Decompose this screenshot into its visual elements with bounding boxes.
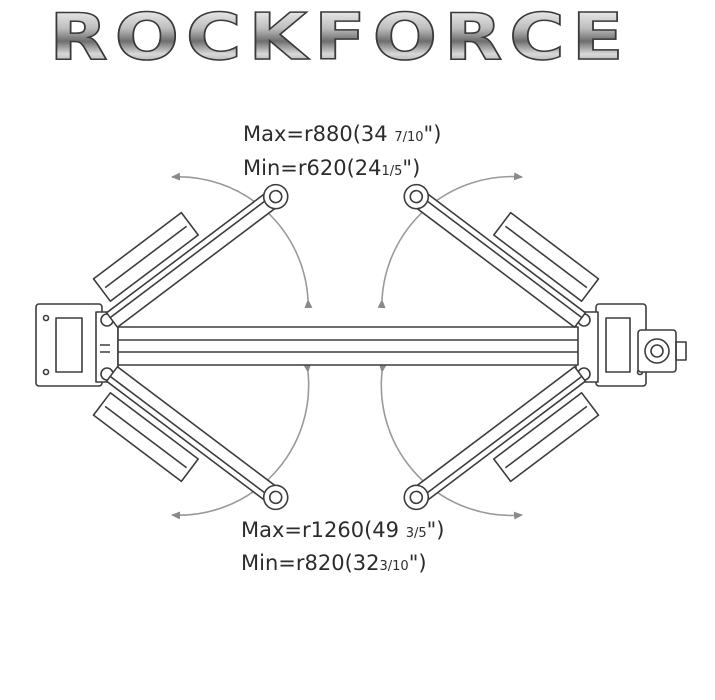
arm-top-right (403, 183, 600, 328)
bottom-min-reach-label: Min=r820(323/10") (241, 551, 427, 575)
swing-arc-bottom-left (171, 363, 312, 520)
bottom-max-reach-label: Max=r1260(49 3/5") (241, 518, 445, 542)
arm-bottom-right (403, 366, 600, 511)
left-column-base (35, 303, 119, 387)
top-max-reach-label: Max=r880(34 7/10") (243, 122, 442, 146)
arm-bottom-left (92, 366, 289, 511)
arm-top-left (92, 183, 289, 328)
rockforce-logo: ROCKFORCE (0, 5, 694, 71)
swing-arc-bottom-right (378, 363, 523, 520)
right-column-base (575, 303, 687, 387)
cross-beam (117, 326, 579, 366)
